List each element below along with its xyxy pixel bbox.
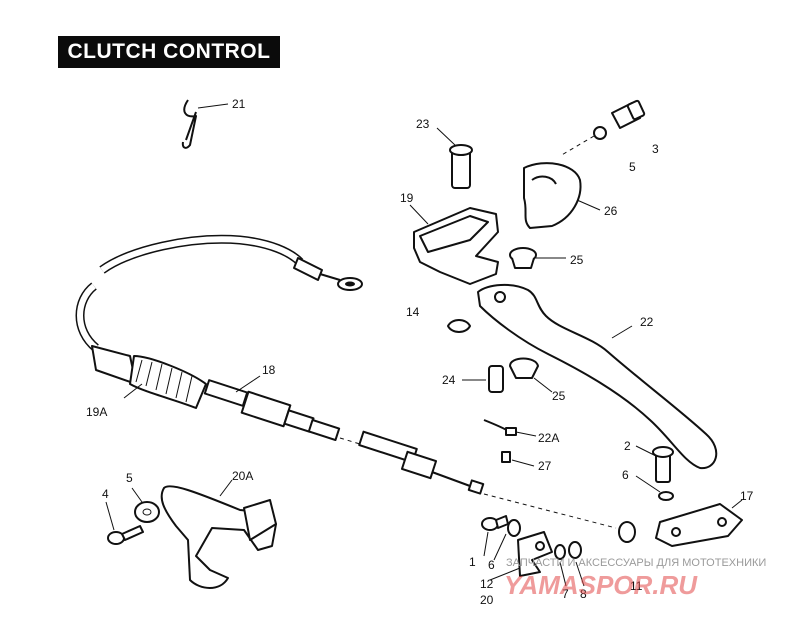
lever-clamp-part-26	[523, 162, 601, 229]
callout-2: 2	[624, 439, 631, 453]
callout-5-top: 5	[629, 160, 636, 174]
callout-14: 14	[406, 305, 420, 319]
callout-6-bottom: 6	[488, 558, 495, 572]
callout-27: 27	[538, 459, 552, 473]
diagram-title: CLUTCH CONTROL	[58, 36, 280, 68]
callout-11: 11	[630, 579, 643, 593]
rubber-cap-part-25-upper	[509, 247, 566, 269]
callout-26: 26	[604, 204, 618, 218]
cable-bracket-part-20A	[131, 479, 277, 589]
mounting-bolt-part-3	[559, 99, 646, 157]
callout-24: 24	[442, 373, 456, 387]
pivot-sleeve-part-24	[462, 365, 504, 393]
clutch-cable-part-18	[75, 234, 617, 529]
screw-part-4	[105, 501, 144, 545]
callout-19A: 19A	[86, 405, 107, 419]
callout-25-lower: 25	[552, 389, 566, 403]
callout-23: 23	[416, 117, 430, 131]
callout-4: 4	[102, 487, 109, 501]
callout-12: 12	[480, 577, 494, 591]
callout-20: 20	[480, 593, 494, 607]
clutch-lever-part-22	[477, 284, 718, 470]
callout-21: 21	[232, 97, 246, 111]
callout-20A: 20A	[232, 469, 253, 483]
watermark-logo: YAMASPOR.RU	[504, 570, 698, 600]
callout-22A: 22A	[538, 431, 559, 445]
callout-5-left: 5	[126, 471, 133, 485]
callout-18: 18	[262, 363, 276, 377]
mounting-bracket-part-17	[618, 499, 743, 547]
callout-22: 22	[640, 315, 654, 329]
circlip-part-14	[447, 319, 471, 333]
callout-19: 19	[400, 191, 414, 205]
callout-3: 3	[652, 142, 659, 156]
pivot-bolt-part-23	[436, 127, 473, 189]
hairpin-clip-part-21	[181, 99, 229, 149]
callout-1: 1	[469, 555, 476, 569]
callout-8: 8	[580, 587, 587, 601]
rubber-cap-part-25-lower	[509, 357, 553, 393]
callout-17: 17	[740, 489, 754, 503]
lever-bolt-part-2	[635, 445, 674, 501]
spring-pin-part-22A	[483, 419, 537, 437]
small-screw-part-27	[501, 451, 535, 467]
lever-bracket-part-19	[409, 204, 499, 285]
hardware-set-bottom	[481, 515, 585, 587]
watermark-caption: ЗАПЧАСТИ И АКСЕССУАРЫ ДЛЯ МОТОТЕХНИКИ	[506, 557, 766, 569]
callout-6-right: 6	[622, 468, 629, 482]
callout-25-upper: 25	[570, 253, 584, 267]
callout-7: 7	[562, 587, 569, 601]
